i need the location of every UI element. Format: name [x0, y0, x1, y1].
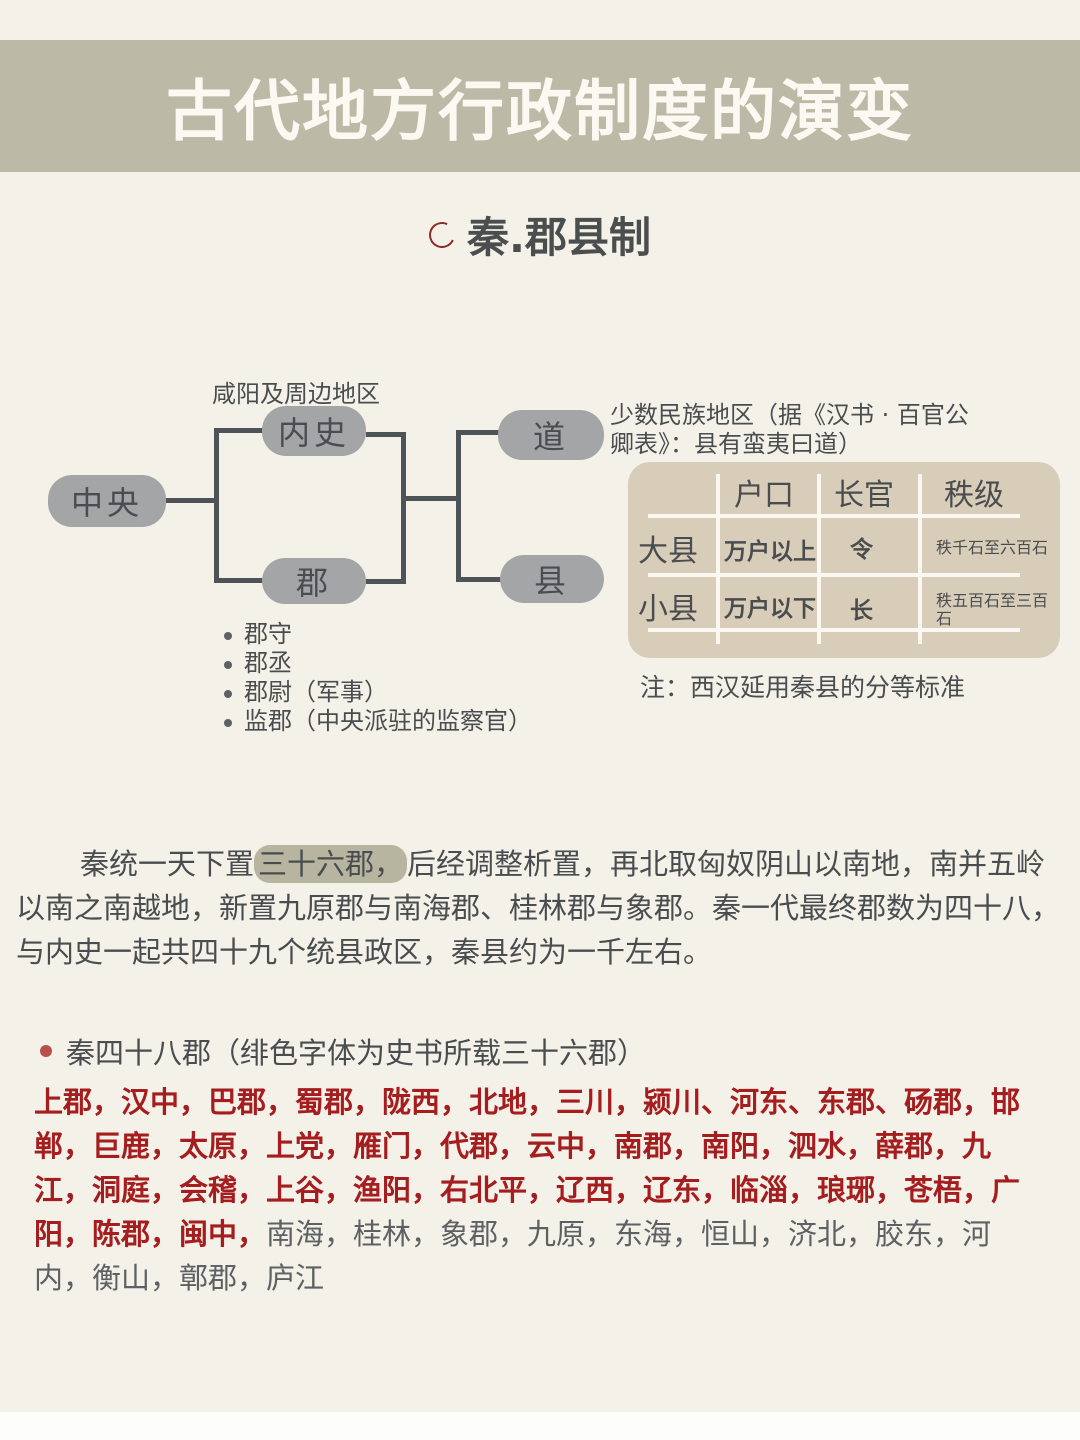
- list-item: 监郡（中央派驻的监察官）: [222, 707, 532, 736]
- connector-line: [456, 430, 461, 582]
- jun-officials-list: 郡守 郡丞 郡尉（军事） 监郡（中央派驻的监察官）: [222, 620, 532, 736]
- connector-line: [214, 578, 264, 583]
- connector-line: [401, 496, 461, 501]
- connector-line: [366, 432, 406, 437]
- section-title: 秦.郡县制: [467, 213, 651, 262]
- list-item: 郡丞: [222, 649, 532, 678]
- commanderies-list: 上郡，汉中，巴郡，蜀郡，陇西，北地，三川，颍川、河东、东郡、砀郡，邯郸，巨鹿，太…: [34, 1080, 1034, 1300]
- commanderies-heading: 秦四十八郡（绯色字体为史书所载三十六郡）: [40, 1030, 646, 1072]
- paragraph-text: 后经调整析置，再北取匈奴阴山以南地，南并五岭以南之南越地，新置九原郡与南海郡、桂…: [16, 847, 1061, 969]
- node-center: 中央: [48, 475, 166, 527]
- section-heading: 秦.郡县制: [0, 204, 1080, 265]
- table-row-header: 小县: [638, 592, 698, 627]
- table-divider: [716, 474, 720, 644]
- node-xian: 县: [500, 555, 604, 603]
- title-banner: 古代地方行政制度的演变: [0, 40, 1080, 172]
- connector-line: [401, 432, 406, 584]
- circle-outline-icon: [425, 217, 459, 252]
- table-cell: 秩五百石至三百石: [936, 591, 1049, 628]
- dao-note-line1: 少数民族地区（据《汉书 · 百官公: [610, 401, 969, 429]
- intro-paragraph: 秦统一天下置三十六郡，后经调整析置，再北取匈奴阴山以南地，南并五岭以南之南越地，…: [16, 842, 1066, 974]
- dao-note-line2: 卿表》：县有蛮夷曰道）: [610, 430, 862, 458]
- node-neishi: 内史: [262, 406, 366, 456]
- county-grade-table: 户口 长官 秩级 大县 万户以上 令 秩千石至六百石 小县 万户以下 长 秩五百…: [628, 462, 1060, 658]
- table-cell: 万户以上: [724, 539, 816, 565]
- connector-line: [456, 430, 500, 435]
- table-cell: 万户以下: [724, 596, 816, 622]
- highlighted-text: 三十六郡，: [254, 845, 408, 883]
- table-divider: [918, 474, 922, 644]
- table-header: 长官: [834, 478, 894, 513]
- node-jun: 郡: [262, 558, 366, 604]
- table-note: 注：西汉延用秦县的分等标准: [640, 673, 966, 702]
- bullet-dot-icon: [40, 1045, 52, 1057]
- node-dao: 道: [498, 410, 604, 460]
- additional-commanderies: 南海，桂林，象郡，九原，东海，恒山，济北，胶东，河内，衡山，鄣郡，庐江: [34, 1217, 992, 1295]
- table-divider: [648, 573, 1020, 577]
- page-bottom-margin: [0, 1412, 1080, 1440]
- table-header: 秩级: [944, 478, 1004, 513]
- commanderies-heading-text: 秦四十八郡（绯色字体为史书所载三十六郡）: [66, 1036, 647, 1070]
- connector-line: [214, 428, 264, 433]
- page-title: 古代地方行政制度的演变: [166, 73, 914, 150]
- connector-line: [166, 498, 218, 503]
- table-cell: 长: [850, 598, 873, 624]
- table-divider: [648, 514, 1020, 518]
- connector-line: [456, 577, 502, 582]
- list-item: 郡守: [222, 620, 532, 649]
- table-divider: [817, 474, 821, 644]
- table-row-header: 大县: [638, 534, 698, 569]
- table-cell: 令: [850, 537, 873, 563]
- table-divider: [648, 628, 1020, 632]
- neishi-note: 咸阳及周边地区: [212, 380, 380, 408]
- list-item: 郡尉（军事）: [222, 678, 532, 707]
- recorded-36-commanderies: 上郡，汉中，巴郡，蜀郡，陇西，北地，三川，颍川、河东、东郡、砀郡，邯郸，巨鹿，太…: [34, 1085, 1021, 1251]
- table-cell: 秩千石至六百石: [936, 538, 1049, 557]
- paragraph-text: 秦统一天下置: [80, 847, 255, 881]
- connector-line: [366, 579, 406, 584]
- connector-line: [214, 428, 219, 583]
- table-header: 户口: [734, 478, 794, 513]
